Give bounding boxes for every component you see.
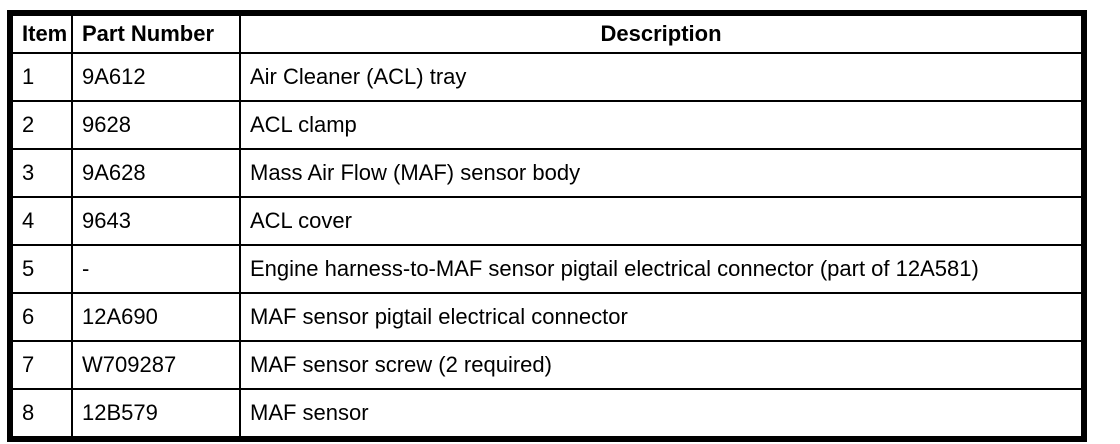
part-number-cell: 9A612: [71, 52, 241, 102]
part-number-cell: -: [71, 244, 241, 294]
part-number-cell: 12A690: [71, 292, 241, 342]
part-number-cell: 9628: [71, 100, 241, 150]
part-number-cell: W709287: [71, 340, 241, 390]
part-number-cell: 12B579: [71, 388, 241, 440]
item-cell: 7: [9, 340, 73, 390]
description-cell: ACL clamp: [239, 100, 1085, 150]
description-cell: Air Cleaner (ACL) tray: [239, 52, 1085, 102]
table-row: 5-Engine harness-to-MAF sensor pigtail e…: [9, 244, 1085, 294]
item-cell: 1: [9, 52, 73, 102]
header-part-number: Part Number: [71, 12, 241, 54]
part-number-cell: 9643: [71, 196, 241, 246]
item-cell: 2: [9, 100, 73, 150]
item-cell: 3: [9, 148, 73, 198]
description-cell: MAF sensor screw (2 required): [239, 340, 1085, 390]
header-item: Item: [9, 12, 73, 54]
header-row: Item Part Number Description: [9, 12, 1085, 54]
description-cell: MAF sensor pigtail electrical connector: [239, 292, 1085, 342]
header-description: Description: [239, 12, 1085, 54]
part-number-cell: 9A628: [71, 148, 241, 198]
description-cell: MAF sensor: [239, 388, 1085, 440]
item-cell: 6: [9, 292, 73, 342]
description-cell: Engine harness-to-MAF sensor pigtail ele…: [239, 244, 1085, 294]
description-cell: ACL cover: [239, 196, 1085, 246]
item-cell: 5: [9, 244, 73, 294]
item-cell: 4: [9, 196, 73, 246]
description-cell: Mass Air Flow (MAF) sensor body: [239, 148, 1085, 198]
item-cell: 8: [9, 388, 73, 440]
